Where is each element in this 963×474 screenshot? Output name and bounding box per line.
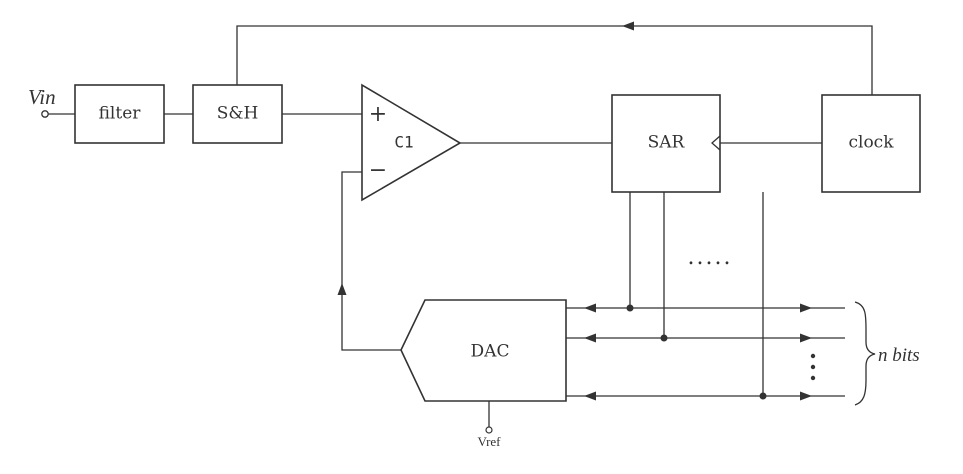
sample-hold-label: S&H (217, 104, 259, 124)
sar-label: SAR (648, 133, 686, 153)
dac-label: DAC (471, 342, 510, 362)
comparator-c1: + − C1 (361, 83, 462, 202)
sample-hold-block: S&H (192, 84, 283, 144)
clock-block: clock (821, 94, 921, 193)
sar-block: SAR (611, 94, 721, 193)
plus-input-label: + (369, 102, 387, 127)
brace-icon (854, 301, 876, 406)
comparator-label: C1 (394, 133, 413, 152)
filter-block: filter (74, 84, 165, 144)
vin-terminal (41, 110, 49, 118)
wire-clock-feedback (236, 25, 873, 95)
ellipsis-vertical (810, 353, 816, 381)
bit-bus (566, 303, 845, 313)
ellipsis-horizontal: ..... (688, 245, 733, 270)
vref-terminal (485, 426, 493, 434)
arrow-left-icon (622, 21, 634, 31)
arrow-up-icon (337, 283, 347, 295)
wire-dac-comparator (341, 171, 401, 351)
n-bits-label: n bits (878, 345, 920, 366)
filter-label: filter (99, 104, 142, 124)
vin-label: Vin (28, 85, 56, 109)
minus-input-label: − (369, 158, 387, 183)
clock-label: clock (848, 133, 894, 153)
bit-bus (566, 333, 845, 343)
clock-input-icon (711, 135, 721, 151)
bit-bus (566, 391, 845, 401)
vref-label: Vref (477, 434, 501, 449)
dac-block: DAC (400, 299, 567, 402)
